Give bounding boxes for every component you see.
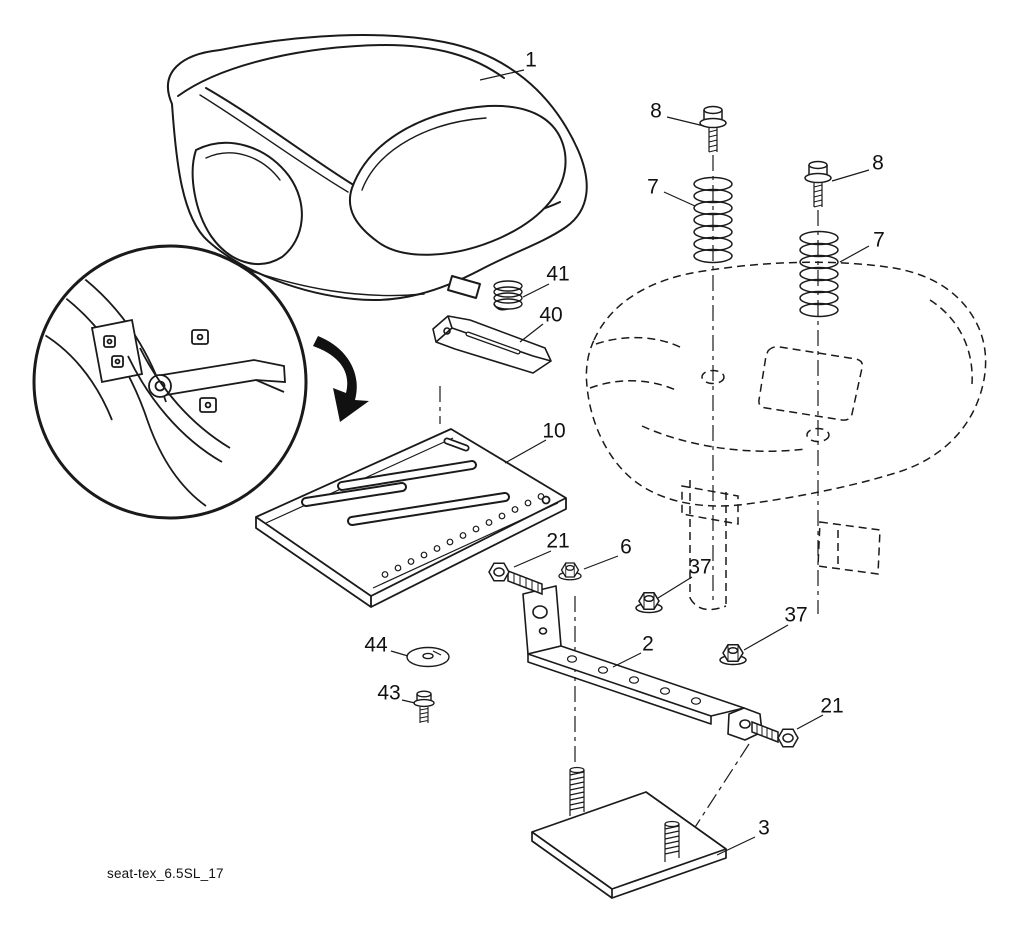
latch-bracket-40 (432, 315, 552, 374)
callout-part-10: 10 (542, 419, 566, 443)
callout-part-37-upper: 37 (688, 555, 712, 579)
callout-part-7-left: 7 (647, 175, 659, 199)
callout-part-8-left: 8 (650, 99, 662, 123)
washer-44 (406, 646, 450, 668)
assembly-centerlines (439, 155, 819, 839)
leader-lines (390, 69, 870, 856)
diagram-caption: seat-tex_6.5SL_17 (107, 866, 224, 881)
bolt-8-left (699, 105, 727, 153)
bolt-8-right (804, 160, 832, 208)
spring-7-right (799, 230, 839, 318)
stud-left (569, 766, 585, 816)
callout-part-1: 1 (525, 48, 537, 72)
nut-37-lower (719, 644, 747, 666)
callout-part-3: 3 (758, 816, 770, 840)
bolt-43 (413, 690, 435, 723)
chassis-dashed (585, 261, 987, 611)
callout-part-6: 6 (620, 535, 632, 559)
bolt-21-right (751, 720, 799, 748)
detail-inset (32, 244, 369, 520)
callout-part-44: 44 (364, 633, 388, 657)
callout-part-2: 2 (642, 632, 654, 656)
spring-41 (493, 280, 523, 311)
callout-part-21-right: 21 (820, 694, 844, 718)
callout-part-8-right: 8 (872, 151, 884, 175)
callout-part-21-left: 21 (546, 529, 570, 553)
callout-part-41: 41 (546, 262, 570, 286)
callout-part-37-lower: 37 (784, 603, 808, 627)
plate-3 (531, 791, 727, 899)
nut-37-upper (635, 592, 663, 614)
callout-part-40: 40 (539, 303, 563, 327)
nut-6 (558, 562, 582, 581)
stud-right (664, 820, 680, 862)
callout-part-7-right: 7 (873, 228, 885, 252)
bolt-21-left (488, 562, 543, 596)
seat-part-1 (166, 34, 588, 302)
seat-pan-10 (255, 428, 567, 608)
rotation-arrow-icon (313, 336, 369, 422)
callout-part-43: 43 (377, 681, 401, 705)
